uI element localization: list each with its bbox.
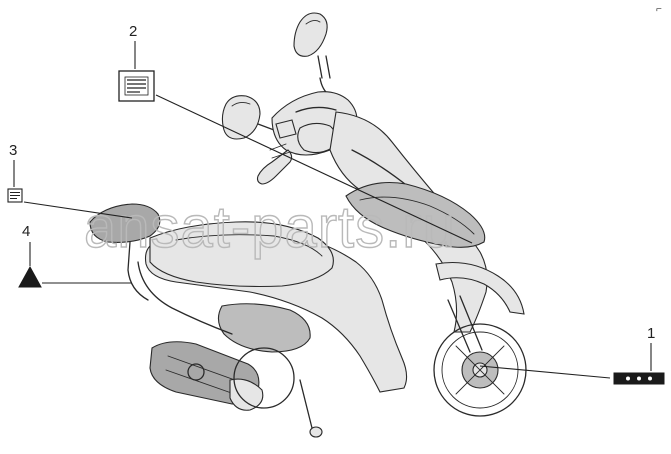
watermark: ansat-parts.ru	[84, 195, 456, 260]
small-document-label-icon	[7, 188, 23, 203]
callout-2-number: 2	[129, 23, 137, 40]
callout-1: 1	[613, 325, 665, 385]
callout-4-number: 4	[22, 223, 30, 240]
rear-assembly	[149, 341, 323, 438]
scooter-body	[89, 203, 408, 393]
leader-line-1	[479, 365, 611, 379]
callout-1-number: 1	[647, 325, 655, 342]
front-fairing	[329, 111, 488, 333]
callout-3-number: 3	[9, 142, 17, 159]
leader-lines	[23, 94, 611, 379]
callout-3: 3	[7, 142, 23, 203]
leader-line-2	[155, 94, 473, 244]
scooter-illustration	[89, 12, 527, 438]
callout-4: 4	[18, 223, 42, 288]
callout-2: 2	[118, 23, 155, 102]
document-label-icon	[118, 70, 155, 102]
corner-mark: ⌐	[656, 4, 662, 15]
label-strip-icon	[613, 372, 665, 385]
warning-triangle-icon	[18, 265, 42, 288]
right-mirror	[293, 12, 331, 97]
leader-line-3	[23, 201, 133, 219]
left-mirror	[221, 95, 275, 140]
